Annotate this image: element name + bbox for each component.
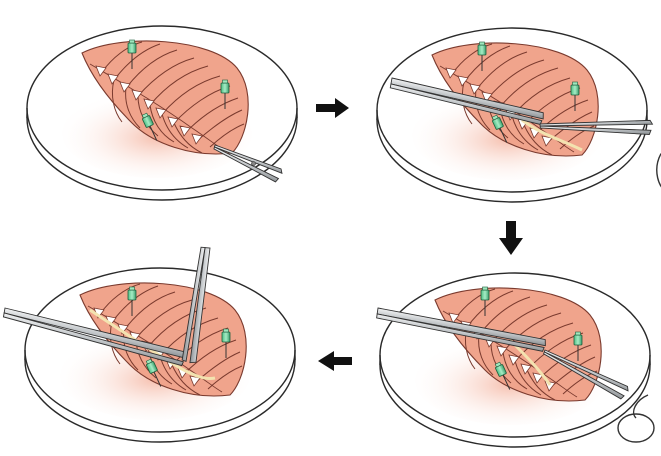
panel-2-forceps: [389, 77, 544, 125]
panel-2-dish: [376, 27, 648, 203]
panel-1-scissors: [213, 144, 283, 183]
panel-3-scissors-handles: [617, 394, 655, 443]
arrow-down: [499, 221, 523, 255]
arrow-right: [316, 98, 349, 118]
panel-2-scissors: [539, 119, 661, 194]
panel-3-dish: [379, 272, 651, 448]
arrow-left: [318, 351, 352, 371]
panel-4-forceps-left: [2, 307, 186, 367]
panel-3-scissors: [543, 349, 629, 400]
panel-4-dish: [24, 267, 296, 443]
panel-3-forceps: [376, 307, 546, 352]
panel-4-forceps-vertical: [181, 246, 211, 364]
panel-1-dish: [26, 25, 298, 201]
